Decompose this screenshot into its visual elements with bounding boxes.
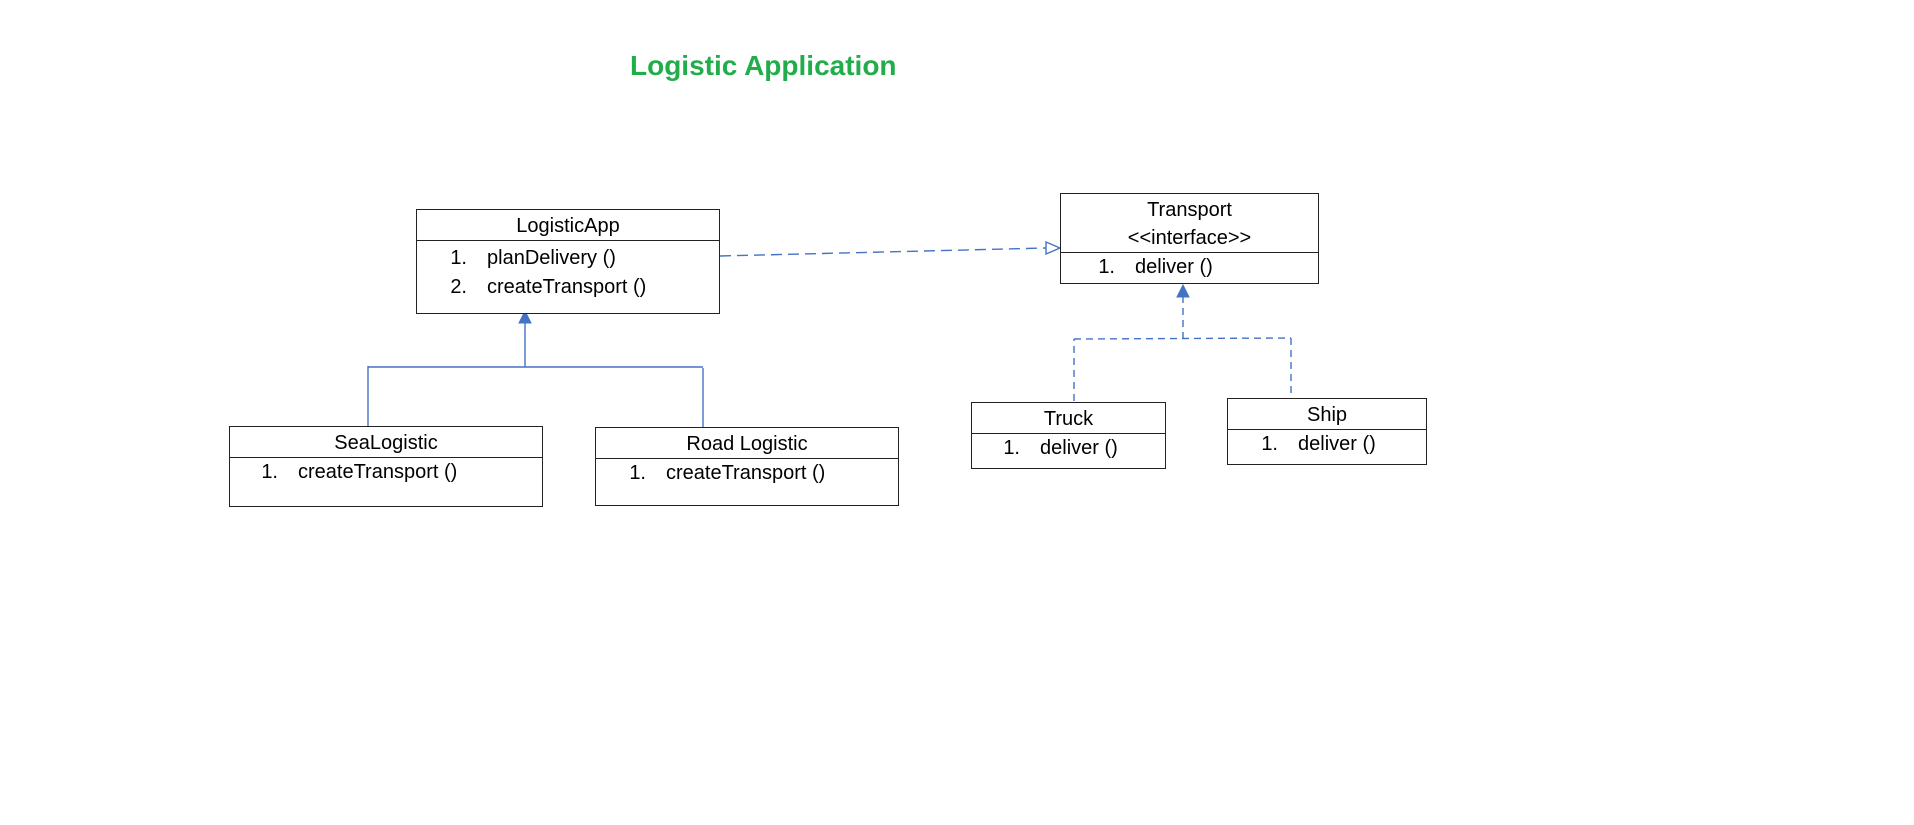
class-ship[interactable]: Ship 1. deliver () [1227, 398, 1427, 465]
dependency-line [719, 247, 1047, 257]
method-deliver: 1. deliver () [1003, 437, 1118, 459]
method-deliver: 1. deliver () [1098, 256, 1213, 278]
method-deliver: 1. deliver () [1261, 433, 1376, 455]
dependency-arrowhead [1045, 240, 1062, 256]
class-truck[interactable]: Truck 1. deliver () [971, 402, 1166, 469]
method-plan-delivery: 1. planDelivery () [450, 247, 616, 269]
class-name-sea-logistic: SeaLogistic [230, 427, 542, 458]
class-name-ship: Ship [1228, 399, 1426, 430]
class-name-road-logistic: Road Logistic [596, 428, 898, 459]
class-transport[interactable]: Transport <<interface>> 1. deliver () [1060, 193, 1319, 284]
method-create-transport: 1. createTransport () [261, 461, 458, 483]
inheritance-arrowhead [518, 309, 532, 324]
realization-arrowhead [1176, 283, 1190, 298]
class-road-logistic[interactable]: Road Logistic 1. createTransport () [595, 427, 899, 506]
class-logistic-app[interactable]: LogisticApp 1. planDelivery () 2. create… [416, 209, 720, 314]
class-name-truck: Truck [972, 403, 1165, 434]
diagram-title: Logistic Application [630, 50, 897, 81]
class-name-transport: Transport [1147, 199, 1232, 221]
class-name-logistic-app: LogisticApp [417, 210, 719, 241]
stereotype-interface: <<interface>> [1127, 227, 1252, 249]
method-create-transport: 2. createTransport () [450, 276, 647, 298]
method-create-transport: 1. createTransport () [629, 462, 826, 484]
class-sea-logistic[interactable]: SeaLogistic 1. createTransport () [229, 426, 543, 507]
